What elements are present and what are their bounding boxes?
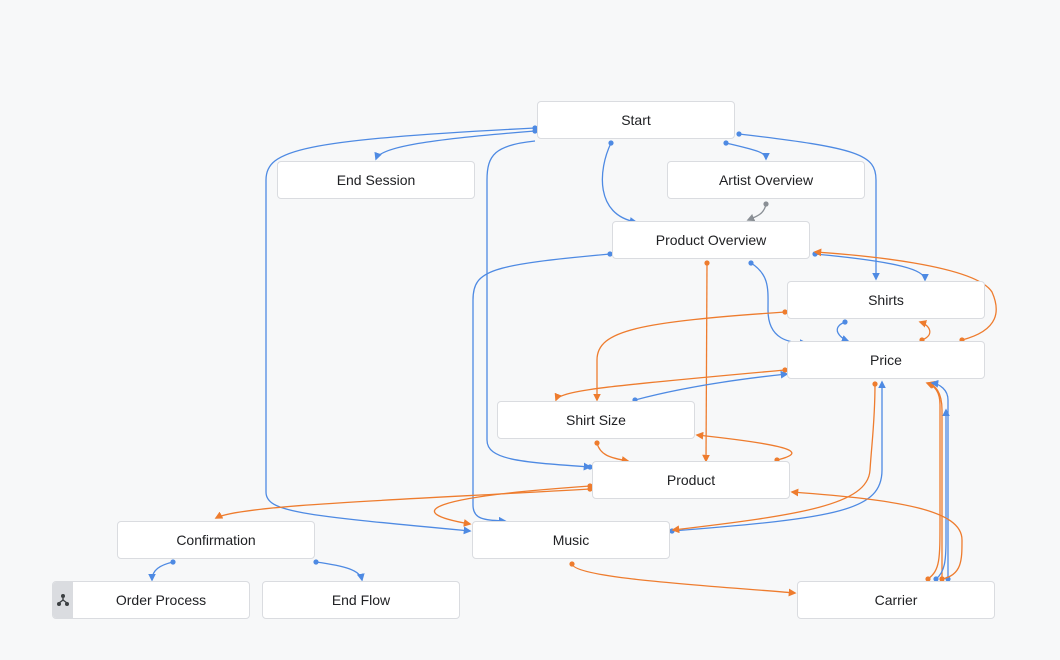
edge-carrier-product[interactable] <box>790 488 963 580</box>
flow-fork-icon <box>53 582 73 618</box>
node-order-process[interactable]: Order Process <box>52 581 250 619</box>
node-start[interactable]: Start <box>537 101 735 139</box>
node-label: Carrier <box>874 592 918 608</box>
edge-start-music[interactable] <box>265 127 536 535</box>
node-label: Artist Overview <box>718 172 814 188</box>
edge-artist-product-overview[interactable] <box>746 203 767 222</box>
edge-product-overview-music[interactable] <box>472 253 611 525</box>
edge-price-music[interactable] <box>671 383 876 534</box>
node-artist-overview[interactable]: Artist Overview <box>667 161 865 199</box>
edge-product-start[interactable] <box>486 140 592 471</box>
edge-anchor-dot <box>587 483 593 489</box>
edge-price-carrier-a[interactable] <box>925 381 941 580</box>
edge-anchor-dot <box>532 125 538 131</box>
edge-anchor-dot <box>607 251 613 257</box>
edge-anchor-dot <box>587 464 593 470</box>
edge-anchor-dot <box>842 319 848 325</box>
node-shirt-size[interactable]: Shirt Size <box>497 401 695 439</box>
edge-product-overview-product[interactable] <box>702 262 710 463</box>
edge-price-shirts[interactable] <box>918 320 931 341</box>
edge-anchor-dot <box>594 440 600 446</box>
edge-product-confirmation[interactable] <box>214 488 591 519</box>
edge-anchor-dot <box>763 201 769 207</box>
node-carrier[interactable]: Carrier <box>797 581 995 619</box>
edge-product-overview-shirts[interactable] <box>814 253 929 282</box>
edge-confirmation-order-process[interactable] <box>148 561 174 582</box>
edge-start-artist-overview[interactable] <box>725 142 770 161</box>
edge-anchor-dot <box>313 559 319 565</box>
edge-anchor-dot <box>704 260 710 266</box>
edge-anchor-dot <box>608 140 614 146</box>
edge-music-price[interactable] <box>671 380 886 532</box>
edge-shirt-size-price[interactable] <box>634 370 789 401</box>
node-confirmation[interactable]: Confirmation <box>117 521 315 559</box>
node-price[interactable]: Price <box>787 341 985 379</box>
edge-start-end-session[interactable] <box>374 130 536 161</box>
edge-anchor-dot <box>569 561 575 567</box>
edge-shirt-size-product[interactable] <box>596 442 630 464</box>
edge-carrier-price-c[interactable] <box>935 408 950 580</box>
node-label: Shirts <box>868 292 904 308</box>
edge-start-shirts[interactable] <box>738 133 880 281</box>
node-label: Price <box>870 352 902 368</box>
node-label: End Flow <box>331 592 391 608</box>
edge-carrier-price-b[interactable] <box>930 379 949 579</box>
edge-anchor-dot <box>736 131 742 137</box>
edge-anchor-dot <box>925 576 931 582</box>
edge-start-product-overview[interactable] <box>601 142 638 225</box>
edge-anchor-dot <box>170 559 176 565</box>
edge-price-shirt-size[interactable] <box>554 369 786 402</box>
edge-shirts-price[interactable] <box>836 321 850 343</box>
edge-anchor-dot <box>872 381 878 387</box>
edge-product-music[interactable] <box>433 485 591 527</box>
edge-shirts-shirt-size[interactable] <box>593 311 786 402</box>
node-shirts[interactable]: Shirts <box>787 281 985 319</box>
node-product-overview[interactable]: Product Overview <box>612 221 810 259</box>
edge-product-shirt-size[interactable] <box>695 431 793 461</box>
edge-anchor-dot <box>669 528 675 534</box>
edge-anchor-dot <box>939 576 945 582</box>
node-music[interactable]: Music <box>472 521 670 559</box>
edge-music-carrier[interactable] <box>571 563 797 597</box>
node-label: Order Process <box>115 592 207 608</box>
node-label: Music <box>552 532 590 548</box>
edge-anchor-dot <box>748 260 754 266</box>
edge-anchor-dot <box>933 576 939 582</box>
node-label: Shirt Size <box>566 412 626 428</box>
edge-anchor-dot <box>723 140 729 146</box>
edge-confirmation-end-flow[interactable] <box>315 561 365 582</box>
node-label: Product <box>666 472 716 488</box>
node-label: Confirmation <box>176 532 256 548</box>
node-label: Start <box>621 112 651 128</box>
node-label: End Session <box>336 172 416 188</box>
node-end-session[interactable]: End Session <box>277 161 475 199</box>
node-label: Product Overview <box>655 232 767 248</box>
node-product[interactable]: Product <box>592 461 790 499</box>
edge-anchor-dot <box>782 309 788 315</box>
node-end-flow[interactable]: End Flow <box>262 581 460 619</box>
